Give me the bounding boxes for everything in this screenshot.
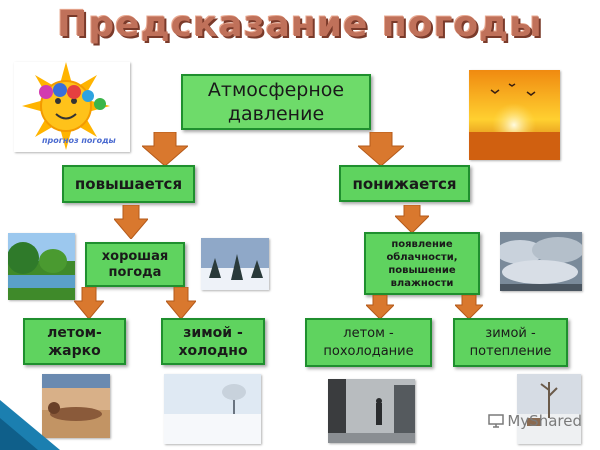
arrow-to-good-weather [114,205,148,239]
arrow-to-down-summer [366,295,394,319]
up-summer-box: летом- жарко [23,318,126,365]
arrow-to-up [142,132,188,166]
foggy-street-image [328,379,415,443]
cloudiness-humidity-box: появление облачности, повышение влажност… [364,232,480,295]
up-winter-box: зимой - холодно [161,318,265,365]
good-weather-box: хорошая погода [85,242,185,287]
page-title: Предсказание погоды [57,4,543,45]
atmospheric-pressure-box: Атмосферное давление [181,74,371,130]
down-summer-box: летом - похолодание [305,318,432,367]
arrow-to-up-winter [166,287,196,319]
cloudy-sky-image [500,232,582,291]
winter-forest-image [201,238,269,290]
park-image [8,233,75,300]
pressure-rises-box: повышается [62,165,195,203]
arrow-to-down [358,132,404,166]
arrow-to-cloudiness [395,205,429,233]
presentation-icon [488,413,505,429]
arrow-to-down-winter [455,295,483,319]
corner-decoration [0,400,60,450]
down-winter-box: зимой - потепление [453,318,568,367]
watermark-text: MyShared [507,412,582,430]
sunbathing-image [42,374,110,438]
winter-painting-image [517,374,581,444]
arrow-to-up-summer [74,287,104,319]
logo-caption: прогноз погоды [42,136,116,145]
sunset-image [469,70,560,160]
pressure-falls-box: понижается [339,165,470,202]
snowy-tree-image [164,374,261,444]
watermark: MyShared [488,412,582,430]
sun-logo-image: прогноз погоды [14,62,130,152]
